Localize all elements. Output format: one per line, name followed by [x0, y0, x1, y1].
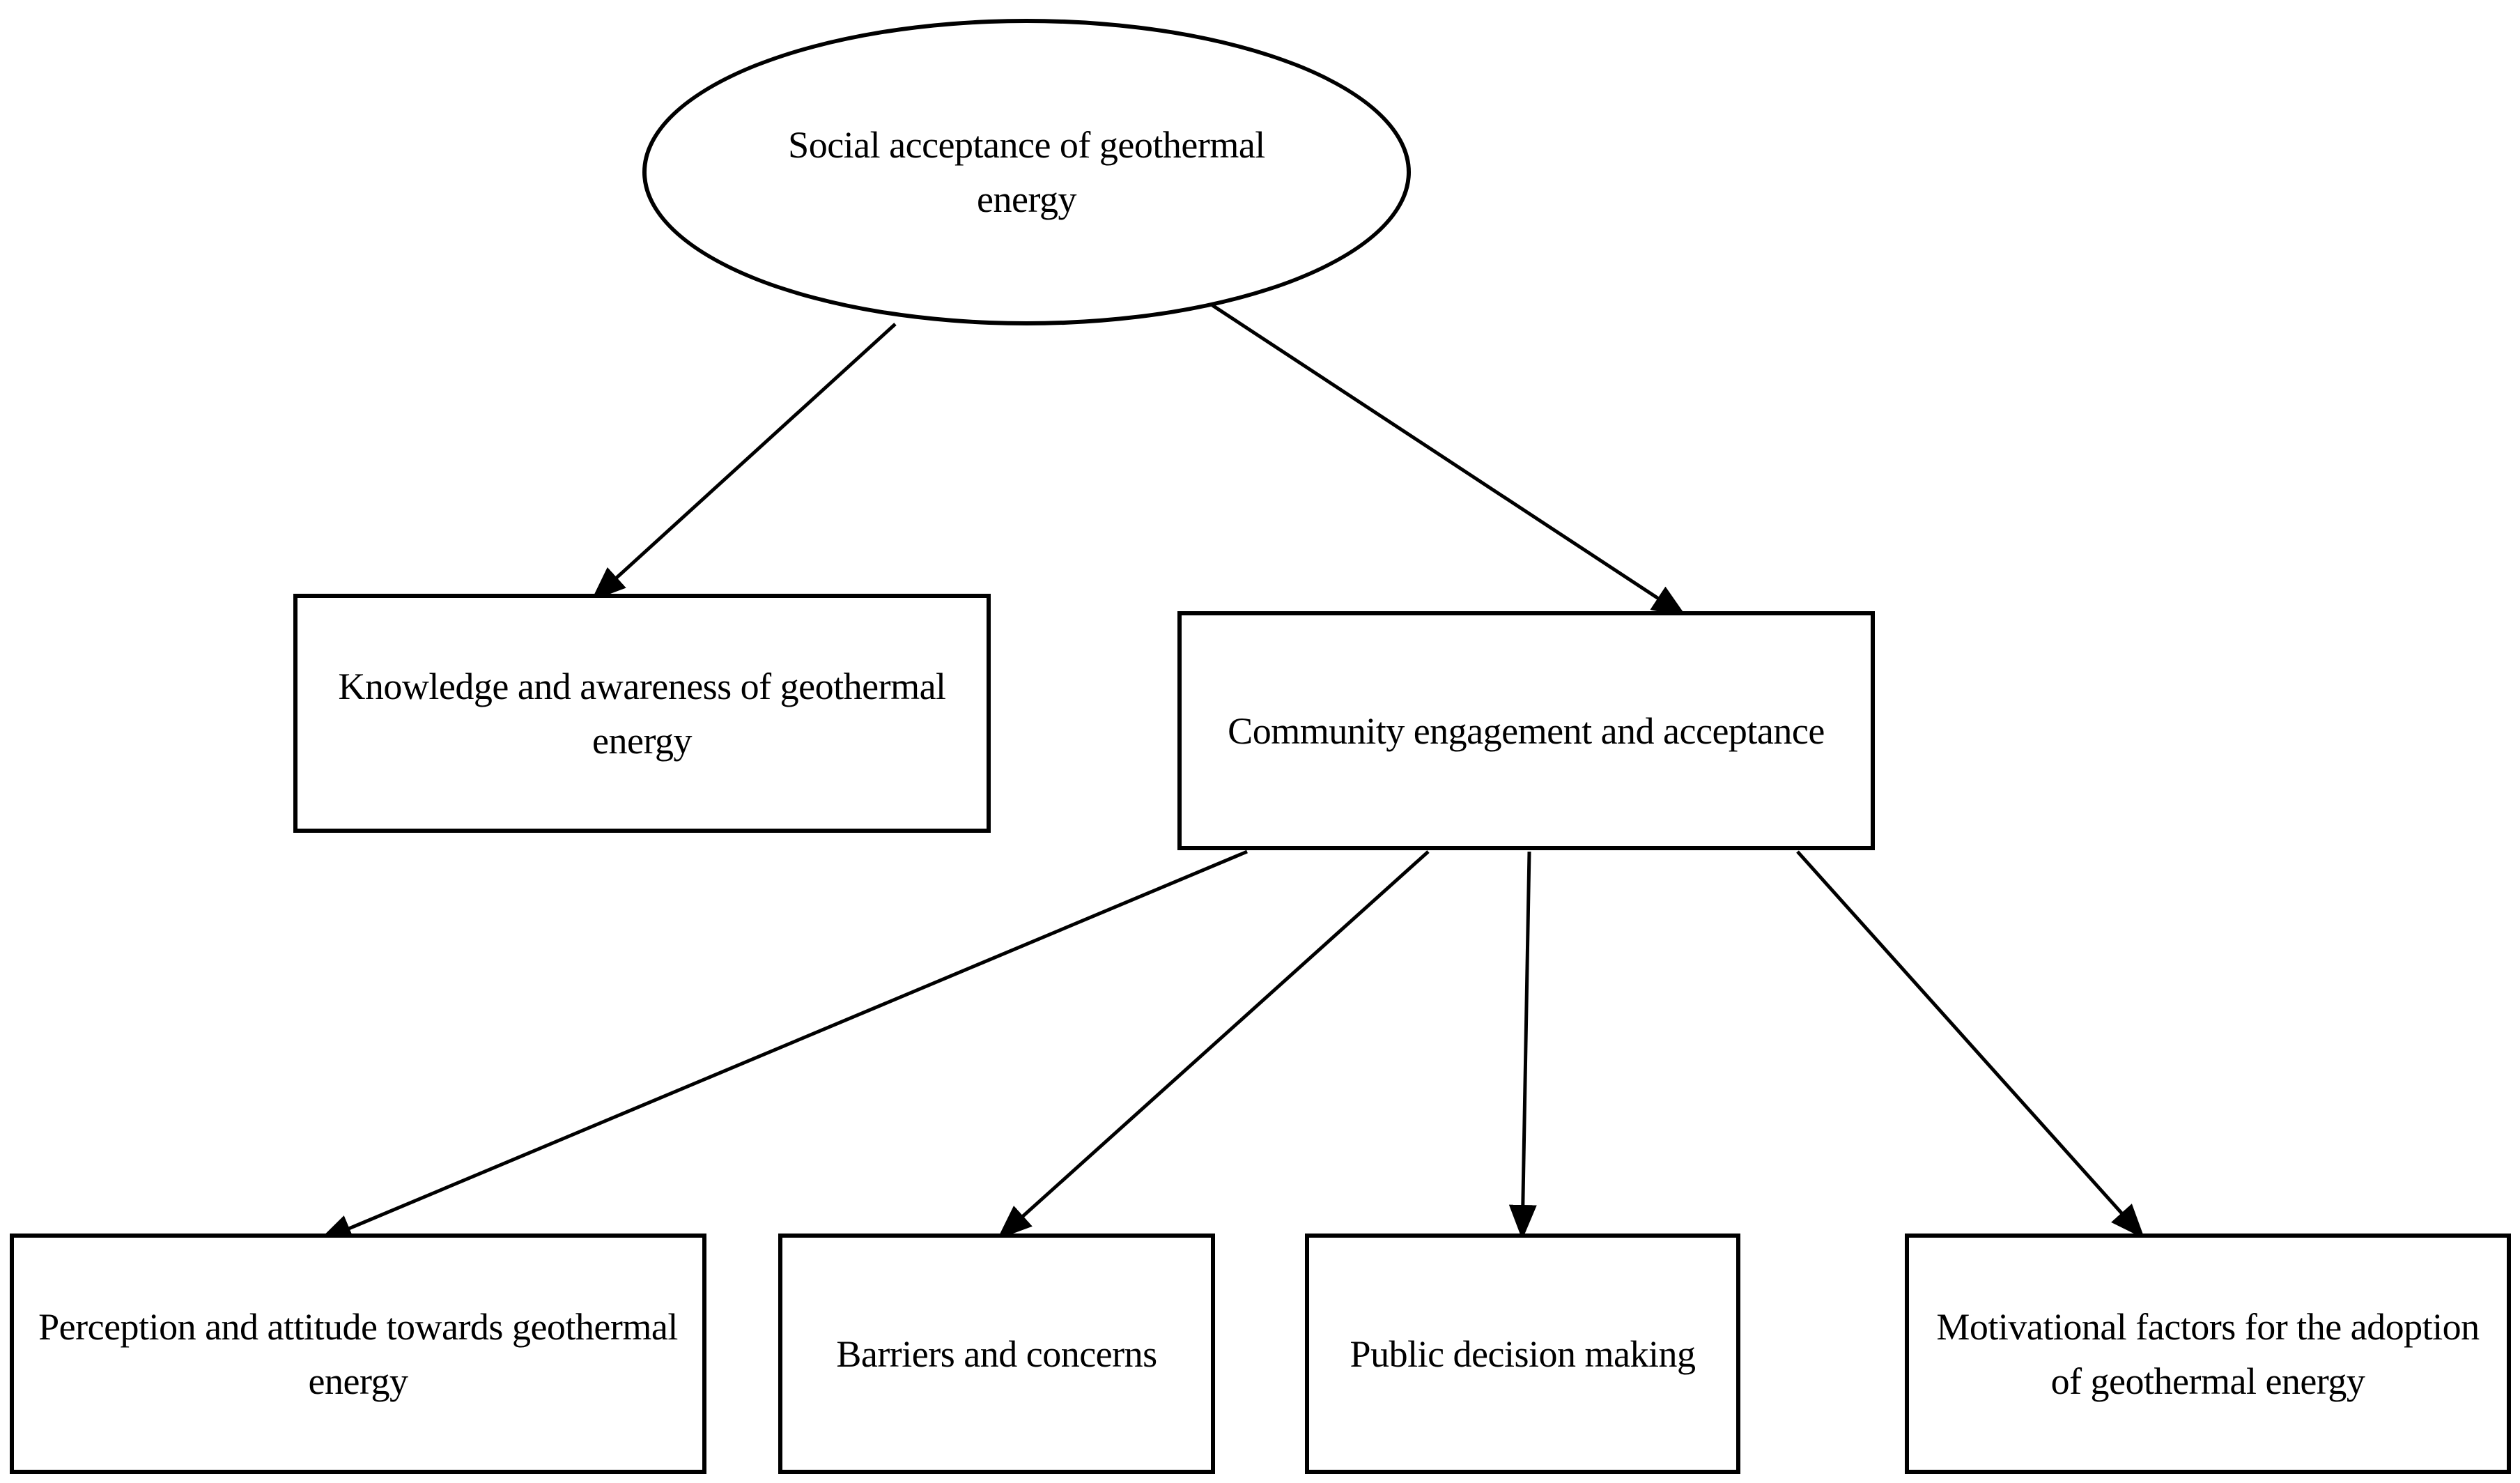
edge-root-to-community	[1211, 303, 1687, 617]
perception-node: Perception and attitude towards geotherm…	[10, 1234, 706, 1474]
perception-node-label: Perception and attitude towards geotherm…	[38, 1305, 678, 1402]
motivation-node-label: Motivational factors for the adoption of…	[1936, 1305, 2480, 1402]
root-node-label: Social acceptance of geothermal energy	[788, 124, 1265, 220]
community-node-label: Community engagement and acceptance	[1228, 709, 1825, 752]
barriers-node: Barriers and concerns	[778, 1234, 1215, 1474]
edge-community-to-perception	[317, 850, 1248, 1243]
root-node: Social acceptance of geothermal energy	[642, 19, 1411, 325]
edge-community-to-decision	[1508, 851, 1537, 1240]
edge-community-to-motivation	[1796, 850, 2145, 1239]
decision-node: Public decision making	[1305, 1234, 1740, 1474]
knowledge-node: Knowledge and awareness of geothermal en…	[293, 594, 991, 833]
barriers-node-label: Barriers and concerns	[836, 1332, 1157, 1375]
edge-root-to-knowledge	[591, 323, 897, 601]
decision-node-label: Public decision making	[1350, 1332, 1696, 1375]
edge-community-to-barriers	[997, 850, 1430, 1240]
motivation-node: Motivational factors for the adoption of…	[1905, 1234, 2511, 1474]
knowledge-node-label: Knowledge and awareness of geothermal en…	[338, 665, 946, 762]
community-node: Community engagement and acceptance	[1177, 611, 1875, 850]
